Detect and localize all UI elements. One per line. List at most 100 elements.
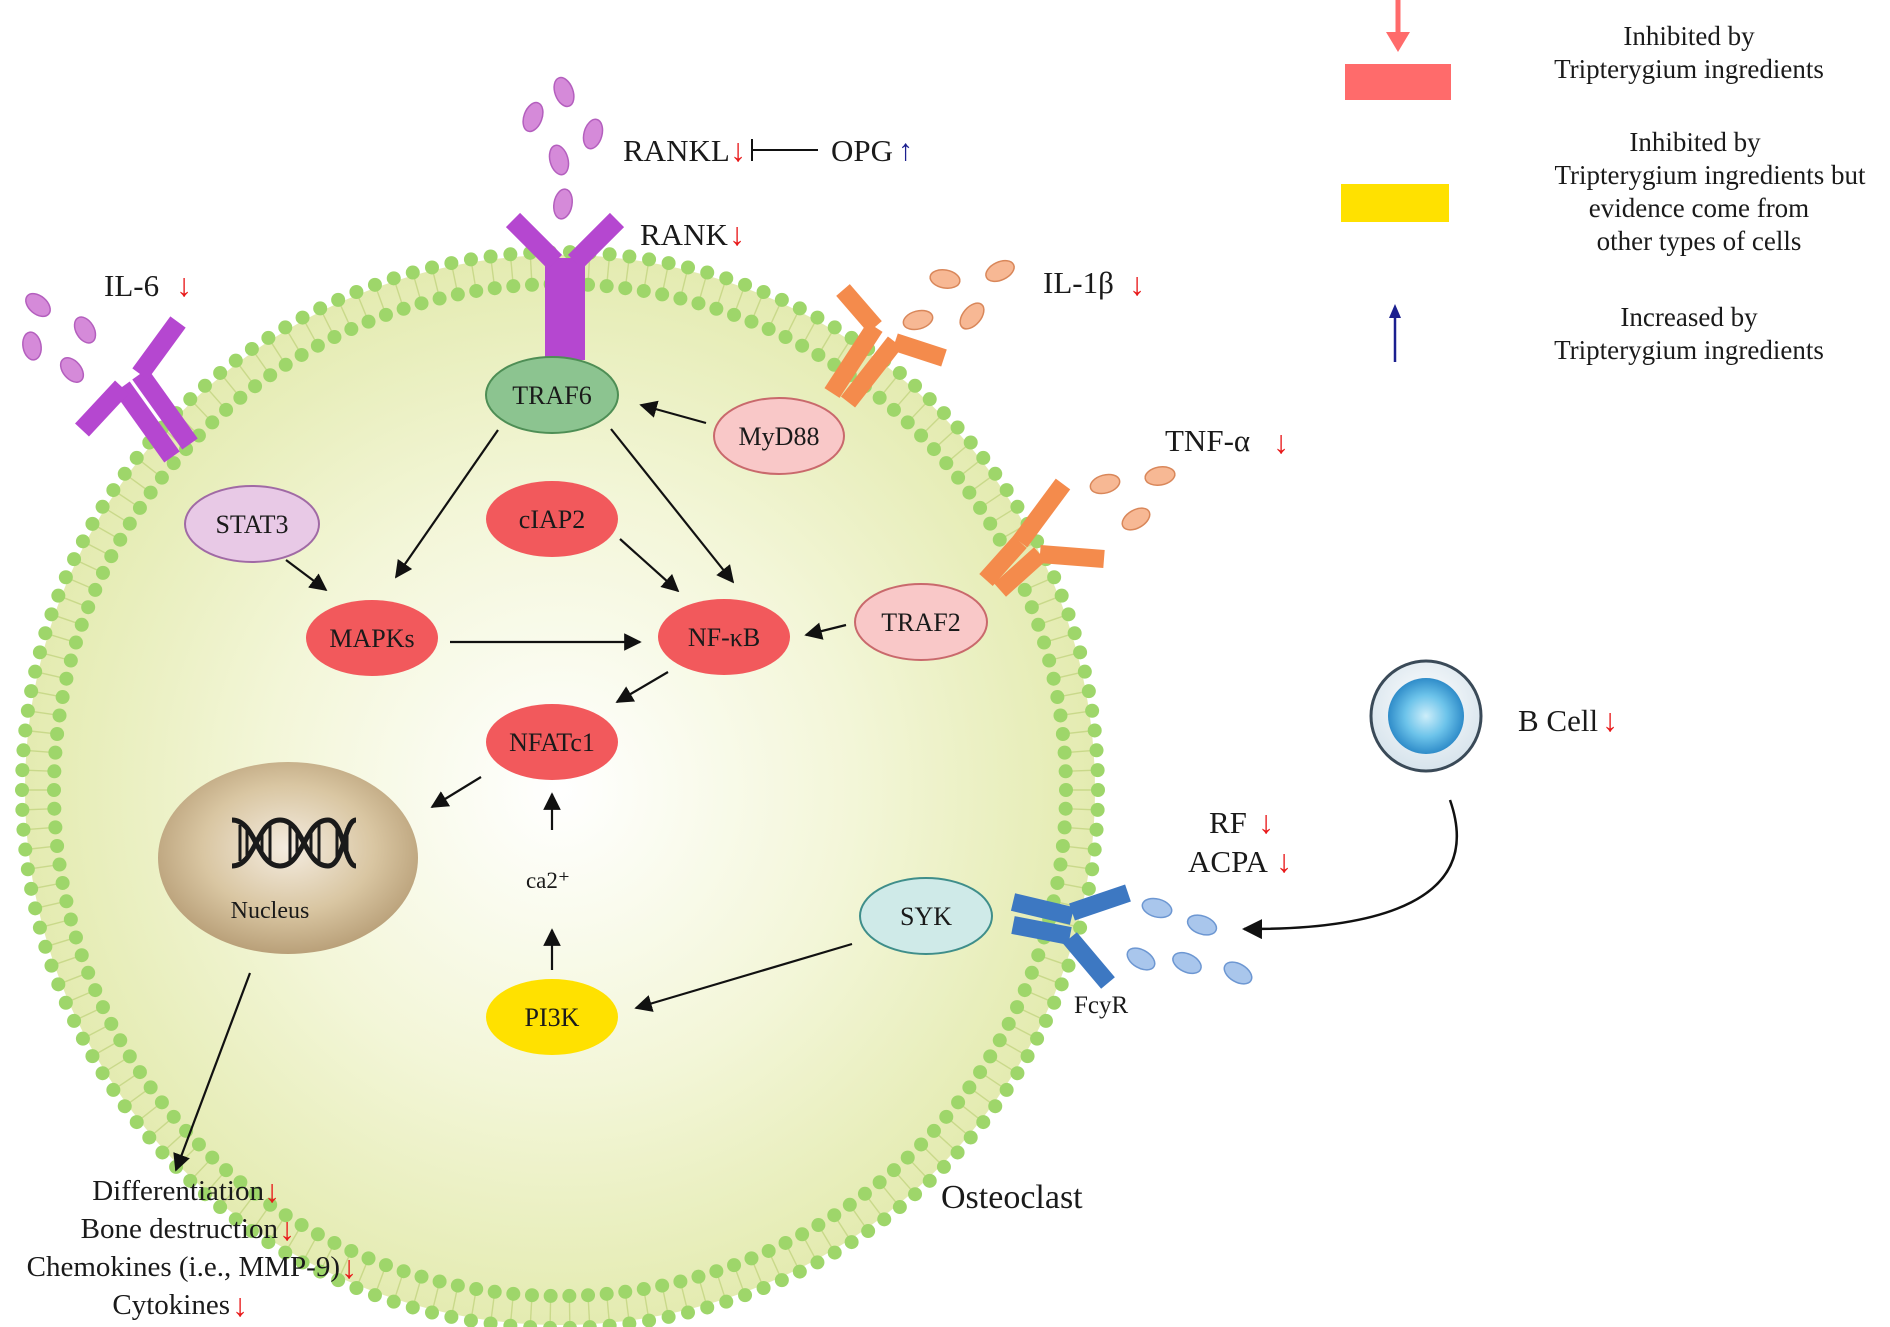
il6-label: IL-6 [104,268,159,303]
syk-node: SYK [859,877,993,955]
pi3k-label: PI3K [525,1003,580,1032]
pi3k-node: PI3K [486,979,618,1055]
rankl-label: RANKL [623,133,730,168]
legend: Inhibited by Tripterygium ingredients In… [1341,0,1866,365]
b-cell-down-arrow: ↓ [1602,702,1618,738]
rankl-particle [553,76,575,108]
rankl-particle [548,144,570,176]
acpa-down-arrow: ↓ [1276,843,1292,879]
tnfa-down-arrow: ↓ [1273,424,1289,460]
il1b-particle [985,259,1015,283]
arrow-syk-pi3k [634,942,853,1012]
legend-other-cells-line-3: evidence come from [1589,193,1809,223]
rankl-down-arrow: ↓ [730,132,746,168]
rank-receptor-icon [505,212,625,360]
myd88-label: MyD88 [739,422,820,451]
outcome-bone-destruction-down-arrow: ↓ [279,1211,295,1247]
il6-particle [25,292,51,318]
il6-particle [22,331,42,361]
legend-other-cells-swatch [1341,184,1449,222]
autoantibody-particle [1141,897,1173,919]
il1b-particle [902,309,934,331]
arrow-nfatc1-nucleus [430,776,482,808]
il6-receptor-icon [75,316,198,463]
ciap2-label: cIAP2 [519,505,585,534]
legend-increased-arrowhead-icon [1389,304,1401,318]
autoantibody-particle [1172,951,1202,975]
rankl-particle [582,118,604,150]
opg-label: OPG [831,133,893,168]
rankl-particle [522,101,544,133]
dna-icon [231,817,357,869]
il1b-particle [959,302,985,330]
legend-other-cells-line-4: other types of cells [1597,226,1802,256]
arrow-nfkb-nfatc1 [615,671,669,703]
tnfa-particle [1144,466,1176,486]
traf2-node: TRAF2 [854,583,988,661]
acpa-label: ACPA [1188,844,1268,879]
external-labels: RANKL ↓ OPG ↑ RANK ↓ IL-6 ↓ IL-1β ↓ TNF-… [104,132,1618,1019]
ligand-particles [22,76,1253,985]
legend-other-cells-line-1: Inhibited by [1629,127,1761,157]
traf6-node: TRAF6 [485,356,619,434]
b-cell-secretion-arrow [1242,799,1458,940]
rank-down-arrow: ↓ [729,216,745,252]
mapks-node: MAPKs [306,600,438,676]
legend-inhibited-line-2: Tripterygium ingredients [1554,54,1824,84]
nfatc1-label: NFATc1 [509,728,595,757]
autoantibody-particle [1186,914,1218,936]
outcome-cytokines: Cytokines [112,1289,230,1321]
arrow-myd88-traf6 [639,400,707,425]
tnfa-particle [1089,473,1121,495]
stat3-label: STAT3 [215,510,288,539]
outcome-bone-destruction: Bone destruction [81,1213,279,1245]
legend-increased-line-1: Increased by [1620,302,1758,332]
legend-inhibited-arrowhead-icon [1386,32,1410,52]
nucleus-label: Nucleus [231,898,310,924]
b-cell-label: B Cell [1518,703,1598,738]
cell-label: Osteoclast [941,1179,1083,1216]
outcome-differentiation-down-arrow: ↓ [264,1173,280,1209]
tnfa-particle [1121,507,1151,531]
syk-label: SYK [900,902,952,931]
fcyr-receptor-icon [1010,884,1131,989]
legend-other-cells-line-2: Tripterygium ingredients but [1555,160,1866,190]
rf-down-arrow: ↓ [1258,804,1274,840]
outcome-list: Differentiation ↓ Bone destruction ↓ Che… [27,1173,357,1323]
stat3-node: STAT3 [184,485,320,563]
rank-label: RANK [640,217,728,252]
legend-inhibited-swatch [1345,64,1451,100]
autoantibody-particle [1223,961,1253,985]
il6-particle [73,316,97,344]
signaling-nodes: TRAF6 MyD88 STAT3 cIAP2 MAPKs NF-κB TRAF… [158,356,993,1055]
autoantibody-particle [1126,947,1156,971]
myd88-node: MyD88 [713,397,845,475]
nucleus-node: Nucleus [158,762,418,954]
rankl-particle [553,188,573,220]
arrow-traf6-nfkb [610,428,735,584]
il1b-receptor-icon [824,284,947,408]
b-cell-icon [1369,659,1483,773]
traf2-label: TRAF2 [881,608,960,637]
arrow-traf6-mapks [394,429,499,579]
il1b-label: IL-1β [1043,265,1114,300]
tnfa-receptor-icon [979,478,1105,597]
tnfa-label: TNF-α [1165,423,1250,458]
nfkb-node: NF-κB [658,599,790,675]
arrow-traf2-nfkb [804,622,847,640]
outcome-differentiation: Differentiation [92,1175,264,1207]
legend-increased-line-2: Tripterygium ingredients [1554,335,1824,365]
rf-label: RF [1209,805,1247,840]
mapks-label: MAPKs [329,624,414,653]
arrow-ciap2-nfkb [619,538,680,593]
opg-up-arrow: ↑ [898,134,913,167]
pathway-arrows [173,400,853,1172]
receptors [75,212,1131,989]
ca2-label: ca2⁺ [526,868,570,893]
il6-particle [59,357,85,383]
nfkb-label: NF-κB [688,623,760,652]
arrow-stat3-mapks [285,559,328,592]
outcome-cytokines-down-arrow: ↓ [232,1287,248,1323]
legend-inhibited-line-1: Inhibited by [1623,21,1755,51]
